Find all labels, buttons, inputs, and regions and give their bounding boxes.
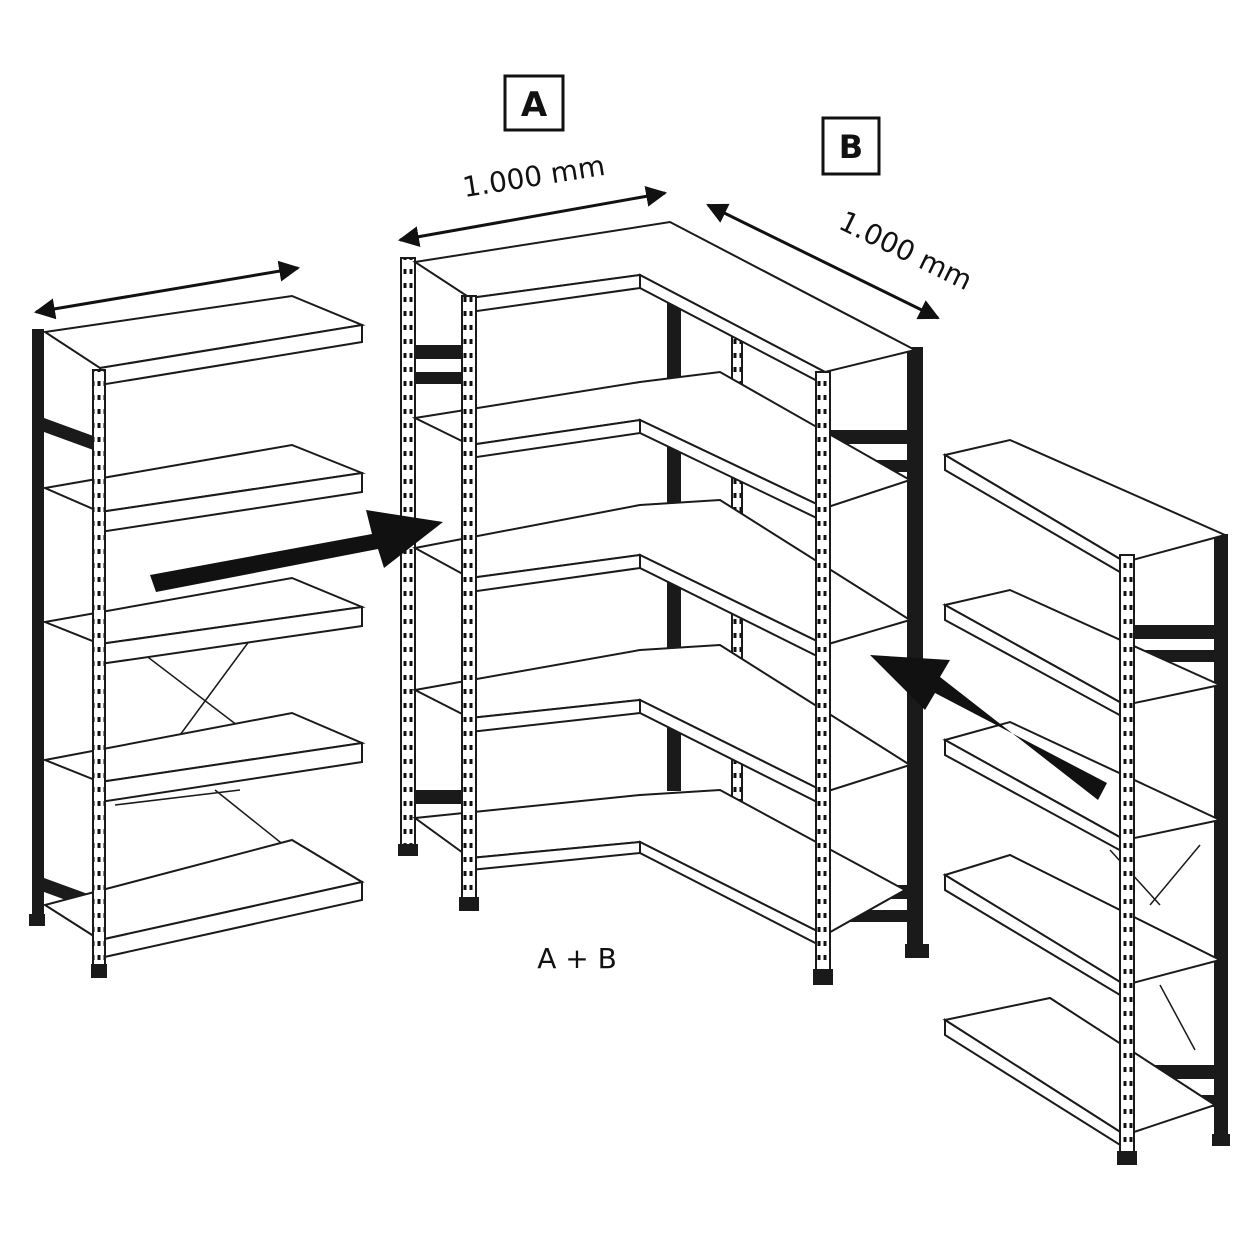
box-a: A (503, 74, 565, 132)
left-shelf-unit (29, 294, 366, 978)
right-shelf-unit (942, 438, 1230, 1165)
left-front-upright (92, 369, 106, 973)
right-shelves (942, 438, 1228, 1150)
box-b: B (821, 116, 881, 176)
corner-back-left-upright (400, 257, 416, 851)
assembly-arrows (150, 510, 1107, 800)
corner-front-left-upright (461, 295, 477, 902)
dimension-b-arrow (706, 203, 940, 320)
box-b-label: B (839, 128, 863, 166)
corner-back-right-upright (907, 347, 923, 951)
right-front-upright (1119, 554, 1135, 1158)
right-insert-arrow (870, 655, 1107, 800)
left-insert-arrow (150, 510, 443, 592)
left-back-upright (32, 329, 44, 923)
corner-shelf-unit (398, 220, 929, 985)
box-a-label: A (521, 85, 548, 125)
dimension-b-label: 1.000 mm (834, 204, 978, 297)
dimension-a-label: 1.000 mm (460, 149, 607, 204)
right-back-upright (1214, 534, 1228, 1141)
corner-front-right-upright (815, 371, 831, 975)
combined-label: A + B (537, 942, 617, 975)
dimension-a-arrow (397, 185, 668, 248)
corner-shelves (411, 220, 918, 950)
left-width-arrow (33, 260, 301, 320)
